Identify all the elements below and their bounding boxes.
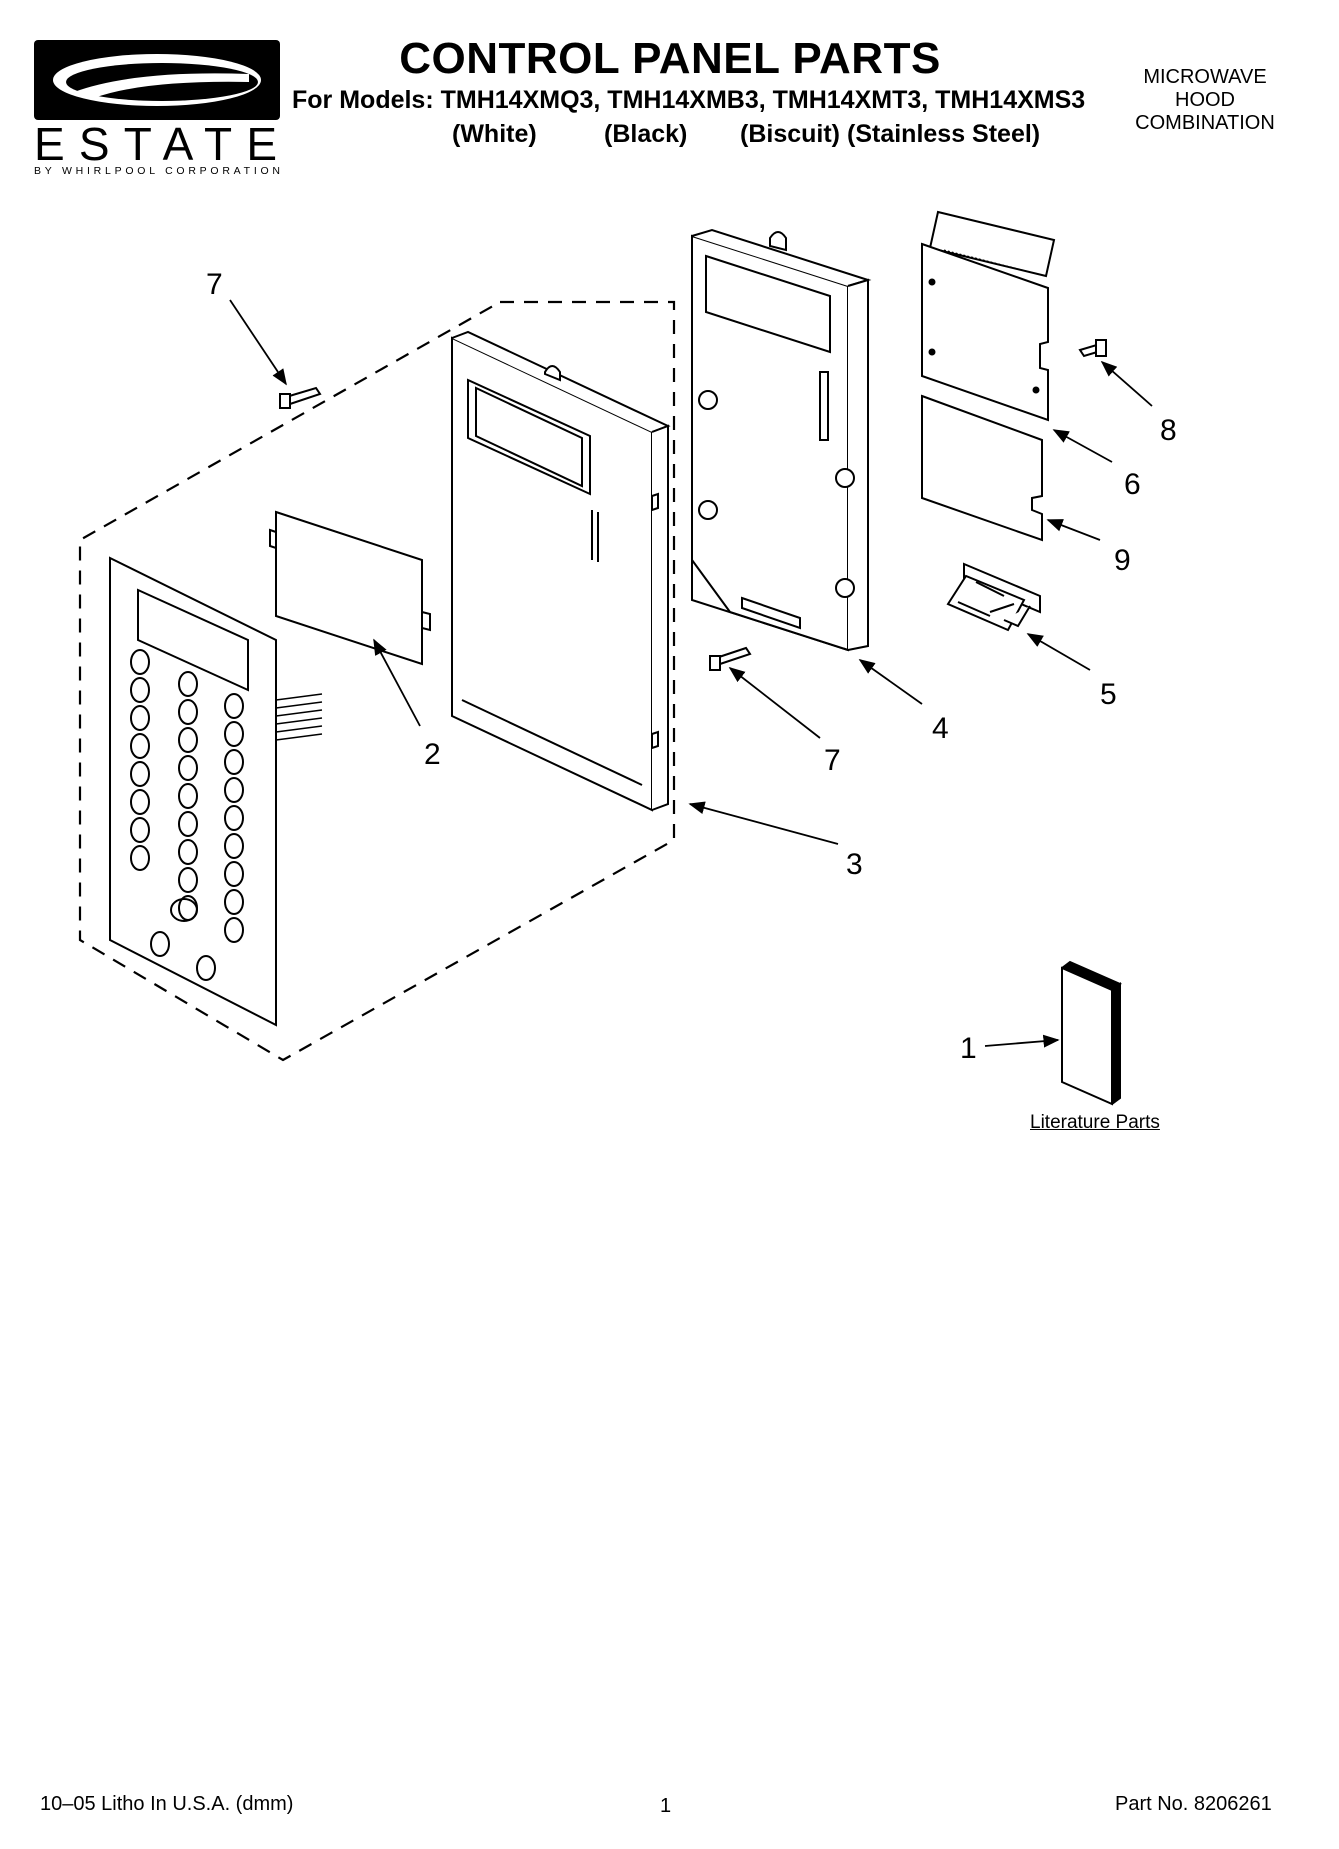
keypad-button <box>224 917 244 943</box>
leader-9 <box>1046 519 1101 541</box>
leader-1 <box>984 1034 1060 1048</box>
page-number: 1 <box>660 1795 672 1817</box>
product-type-line: HOOD <box>1175 89 1235 111</box>
window-lens <box>269 510 431 666</box>
callout-1: 1 <box>960 1032 977 1065</box>
keypad-button <box>130 677 150 703</box>
keypad-dial <box>170 898 198 922</box>
screw-icon <box>1078 339 1107 358</box>
control-board <box>921 210 1056 422</box>
product-type: MICROWAVE HOOD COMBINATION <box>1105 66 1305 135</box>
keypad-button <box>178 671 198 697</box>
leader-7a <box>229 299 287 386</box>
callout-3: 3 <box>846 848 863 881</box>
keypad-button <box>130 845 150 871</box>
keypad-button <box>178 867 198 893</box>
color-white: (White) <box>452 120 537 148</box>
callout-2: 2 <box>424 738 441 771</box>
callout-4: 4 <box>932 712 949 745</box>
keypad-button <box>150 931 170 957</box>
keypad-button <box>224 777 244 803</box>
keypad-button <box>178 783 198 809</box>
keypad-button <box>224 889 244 915</box>
estate-logo: ESTATE BY WHIRLPOOL CORPORATION <box>34 40 284 177</box>
leader-6 <box>1052 429 1113 463</box>
keypad-button <box>224 721 244 747</box>
keypad-button <box>224 749 244 775</box>
keypad-button <box>130 761 150 787</box>
leader-5 <box>1026 633 1091 671</box>
keypad-button <box>224 805 244 831</box>
callout-5: 5 <box>1100 678 1117 711</box>
leader-3 <box>688 801 839 845</box>
product-type-line: COMBINATION <box>1135 112 1275 134</box>
color-biscuit: (Biscuit) <box>740 120 840 148</box>
keypad-button <box>224 833 244 859</box>
color-black: (Black) <box>604 120 688 148</box>
color-stainless: (Stainless Steel) <box>847 120 1041 148</box>
keypad-membrane <box>109 556 323 1027</box>
keypad-button <box>178 727 198 753</box>
color-row: (White) (Black) (Biscuit) (Stainless Ste… <box>292 120 1052 152</box>
keypad-button <box>224 693 244 719</box>
control-housing <box>691 228 872 652</box>
callout-6: 6 <box>1124 468 1141 501</box>
literature-parts <box>1061 960 1122 1106</box>
leader-2 <box>373 638 421 727</box>
keypad-button <box>130 733 150 759</box>
keypad-button <box>178 699 198 725</box>
callout-7-bottom: 7 <box>824 744 841 777</box>
leader-4 <box>858 659 923 705</box>
keypad-button <box>196 955 216 981</box>
keypad-button <box>178 839 198 865</box>
bracket <box>946 562 1041 632</box>
keypad-button <box>224 861 244 887</box>
litho-info: 10–05 Litho In U.S.A. (dmm) <box>40 1793 294 1815</box>
insulator <box>921 394 1043 542</box>
leader-7b <box>728 667 821 739</box>
leader-8 <box>1100 360 1153 407</box>
models-line: For Models: TMH14XMQ3, TMH14XMB3, TMH14X… <box>292 86 1086 114</box>
keypad-button <box>130 789 150 815</box>
screw-icon <box>709 646 752 671</box>
assembly-outline <box>78 300 676 1062</box>
product-type-line: MICROWAVE <box>1143 66 1267 88</box>
part-number: Part No. 8206261 <box>1115 1793 1272 1815</box>
callout-7-top: 7 <box>206 268 223 301</box>
keypad-button <box>130 649 150 675</box>
keypad-button <box>130 705 150 731</box>
page-title: CONTROL PANEL PARTS <box>399 34 941 83</box>
keypad-button <box>178 811 198 837</box>
keypad-button <box>130 817 150 843</box>
literature-parts-label: Literature Parts <box>1030 1112 1160 1133</box>
callout-9: 9 <box>1114 544 1131 577</box>
console-frame <box>451 330 671 812</box>
keypad-button <box>178 755 198 781</box>
callout-8: 8 <box>1160 414 1177 447</box>
screw-icon <box>279 386 322 409</box>
